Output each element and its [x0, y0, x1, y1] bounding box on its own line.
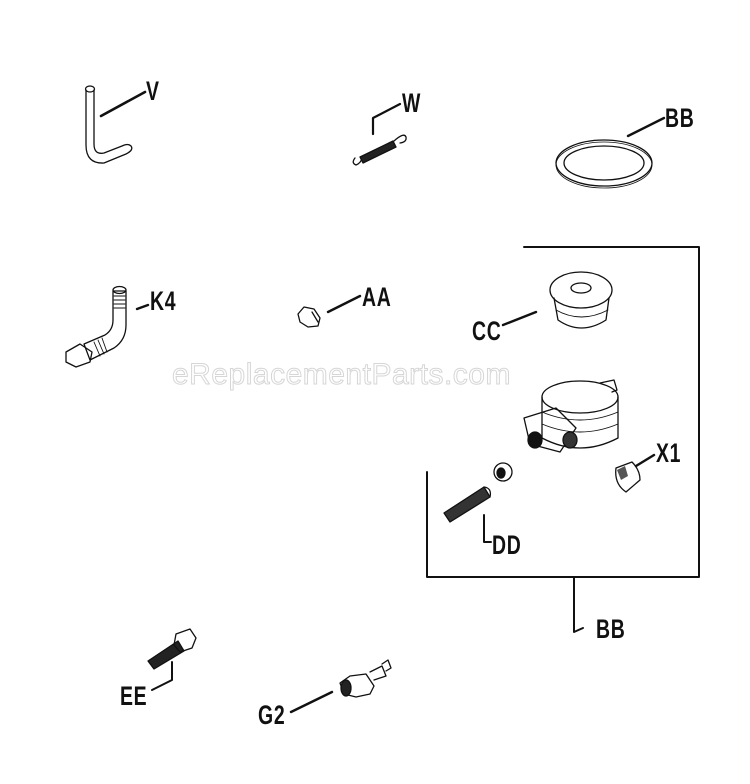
- part-w-spring-icon[interactable]: [352, 102, 407, 166]
- part-aa-plug-icon[interactable]: [297, 294, 362, 328]
- label-ee[interactable]: EE: [120, 681, 148, 711]
- leader-bb-top: [626, 116, 666, 138]
- leader-v: [99, 90, 147, 118]
- label-k4[interactable]: K4: [150, 286, 177, 316]
- label-dd[interactable]: DD: [492, 530, 522, 560]
- label-g2[interactable]: G2: [258, 700, 286, 730]
- leader-k4: [135, 303, 150, 311]
- part-k4-elbow-icon[interactable]: [65, 285, 150, 368]
- label-x1[interactable]: X1: [656, 438, 682, 468]
- leader-dd: [483, 514, 492, 543]
- label-bb-top[interactable]: BB: [665, 103, 695, 133]
- label-bb-group[interactable]: BB: [596, 614, 626, 644]
- part-clamp-body-icon[interactable]: [523, 379, 619, 453]
- leader-g2: [289, 690, 334, 714]
- bb-assembly-bracket: [426, 246, 700, 633]
- leader-cc: [501, 310, 538, 327]
- part-ee-hex-bolt-icon[interactable]: [147, 628, 197, 691]
- part-v-bent-tube-icon[interactable]: [84, 85, 147, 164]
- part-dd-set-screw-icon[interactable]: [443, 462, 513, 543]
- label-aa[interactable]: AA: [362, 282, 392, 312]
- label-cc[interactable]: CC: [472, 316, 502, 346]
- leader-aa: [326, 294, 362, 314]
- label-w[interactable]: W: [402, 88, 422, 118]
- part-cc-cap-icon[interactable]: [501, 271, 613, 329]
- part-x1-pipe-plug-icon[interactable]: [615, 453, 656, 493]
- leader-x1: [634, 453, 656, 468]
- part-g2-spark-plug-icon[interactable]: [289, 659, 392, 714]
- leader-ee: [151, 661, 173, 691]
- leader-w: [371, 102, 402, 136]
- watermark-text: eReplacementParts.com: [172, 358, 511, 391]
- label-v[interactable]: V: [146, 76, 160, 106]
- part-bb-gasket-icon[interactable]: [555, 116, 666, 189]
